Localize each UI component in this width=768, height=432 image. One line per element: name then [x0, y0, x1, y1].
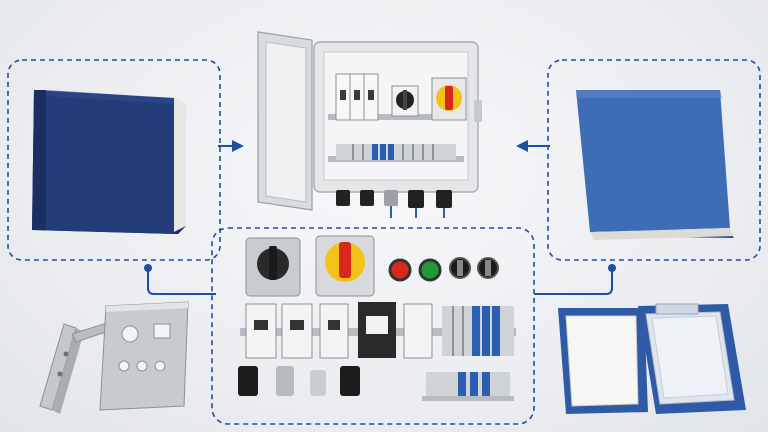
mini-breakers: [245, 303, 349, 359]
cable-glands: [238, 366, 360, 396]
open-enclosure: [257, 31, 482, 218]
pilot-lights: [388, 257, 499, 282]
center-dashed-frame: [211, 227, 535, 425]
arrow-left-head: [516, 140, 528, 152]
contactor: [358, 302, 396, 358]
component-kit: [238, 235, 516, 401]
gland-plate: [99, 301, 189, 411]
right-link: [534, 268, 613, 295]
right-dashed-frame: [547, 59, 761, 261]
document-folder: [558, 303, 746, 414]
arrow-right-head: [232, 140, 244, 152]
enclosure-glands: [336, 190, 452, 208]
light-binder: [576, 90, 734, 240]
relay: [403, 303, 433, 359]
mounting-brackets: [39, 321, 113, 414]
right-link-dot: [608, 264, 616, 272]
enclosure-breakers: [335, 73, 379, 121]
enclosure-terminals: [336, 144, 456, 160]
terminal-strip: [422, 372, 514, 401]
left-link: [147, 268, 216, 295]
left-dashed-frame: [7, 59, 221, 261]
dark-binder: [32, 90, 186, 234]
rotary-switch-black: [245, 237, 301, 297]
left-link-dot: [144, 264, 152, 272]
terminal-blocks: [442, 306, 514, 356]
isolator-switch: [315, 235, 375, 297]
